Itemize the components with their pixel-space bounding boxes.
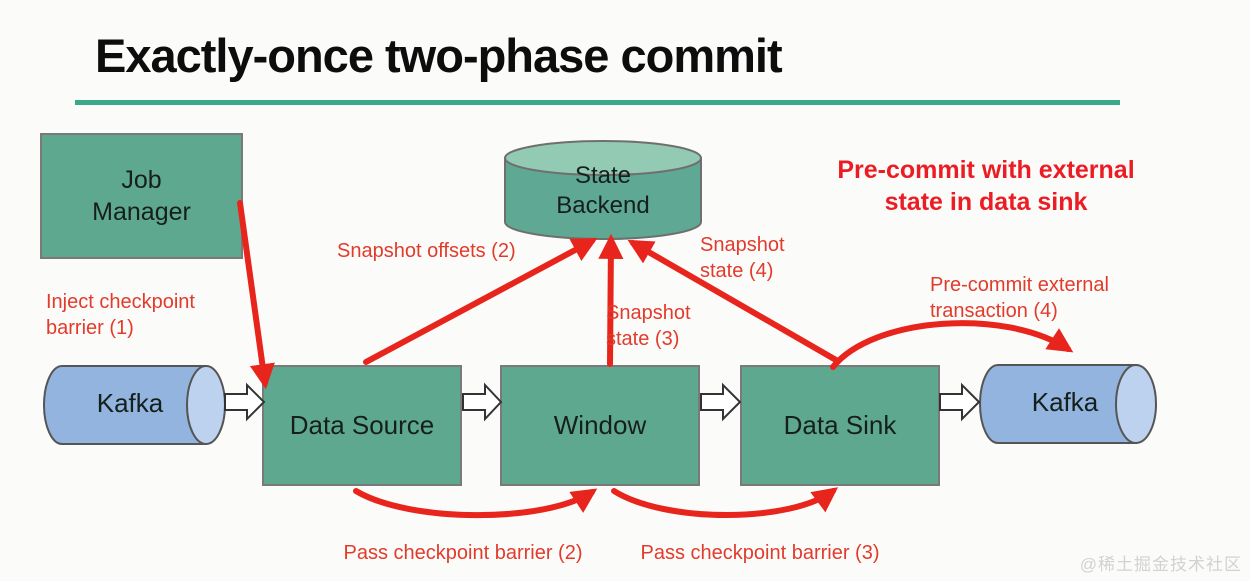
data-source-label: Data Source <box>289 409 435 440</box>
data-source-node: Data Source <box>262 365 462 486</box>
kafka-right-label: Kafka <box>1031 386 1099 417</box>
arrow-pass-barrier-3 <box>611 487 839 518</box>
watermark: @稀土掘金技术社区 <box>1079 555 1242 574</box>
precommit-external-label: Pre-commit external transaction (4) <box>930 274 1109 322</box>
arrow-inject-checkpoint <box>237 200 275 390</box>
snapshot-state-3-label: Snapshot state (3) <box>606 302 691 350</box>
inject-checkpoint-label: Inject checkpoint barrier (1) <box>46 291 195 339</box>
pass-barrier-3-label: Pass checkpoint barrier (3) <box>640 542 880 564</box>
arrow-precommit-external <box>830 320 1074 370</box>
pass-barrier-2-label: Pass checkpoint barrier (2) <box>343 542 583 564</box>
snapshot-offsets-label: Snapshot offsets (2) <box>337 240 516 262</box>
kafka-left-label: Kafka <box>96 387 164 418</box>
slide-title: Exactly-once two-phase commit <box>95 29 783 82</box>
data-sink-node: Data Sink <box>740 365 940 486</box>
flow-arrow-source-to-window <box>462 382 503 422</box>
flow-arrow-kafka-to-source <box>224 382 266 422</box>
title-underline <box>75 100 1120 105</box>
data-sink-label: Data Sink <box>783 409 897 440</box>
window-node: Window <box>500 365 700 486</box>
snapshot-state-4-label: Snapshot state (4) <box>700 234 785 282</box>
flow-arrow-window-to-sink <box>700 382 742 422</box>
window-label: Window <box>553 409 647 440</box>
job-manager-node: Job Manager <box>40 133 243 259</box>
job-manager-label: Job Manager <box>92 165 191 227</box>
state-backend-label: State Backend <box>556 162 650 219</box>
flow-arrow-sink-to-kafka <box>939 382 981 422</box>
arrow-pass-barrier-2 <box>353 488 598 519</box>
precommit-heading: Pre-commit with external state in data s… <box>837 156 1135 216</box>
